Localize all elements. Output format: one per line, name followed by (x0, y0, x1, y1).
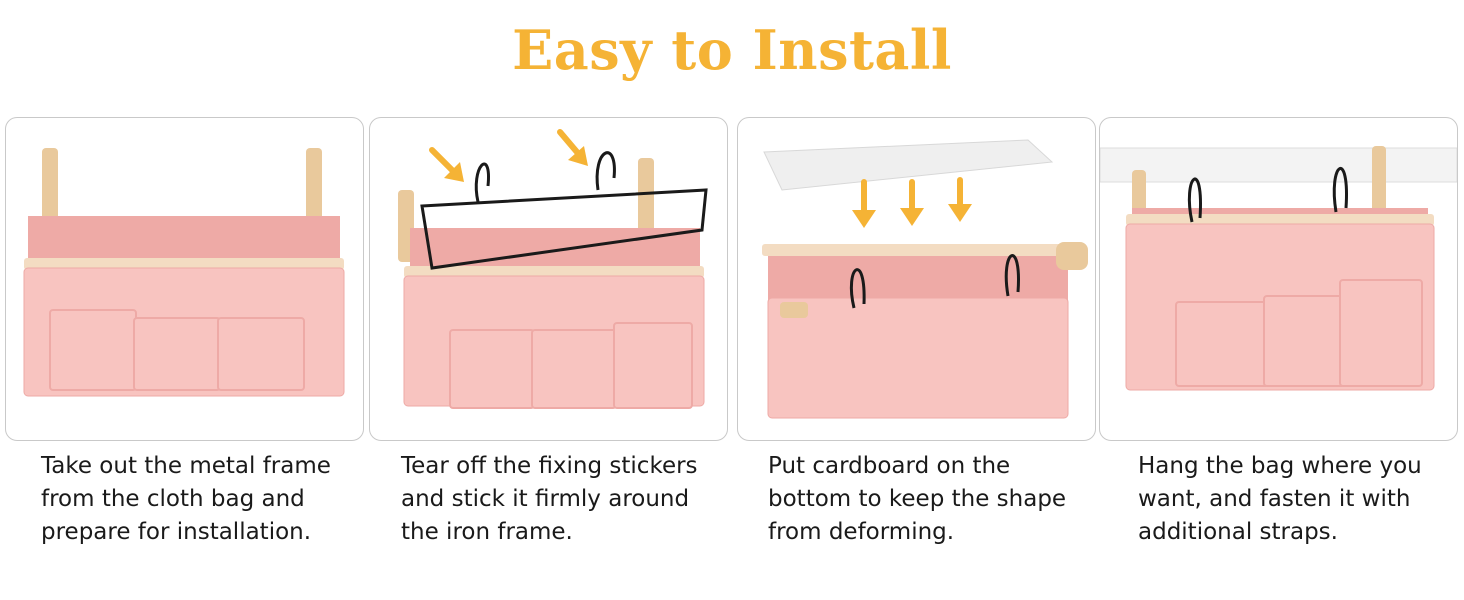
pocket (49, 309, 137, 391)
hook (595, 151, 616, 191)
caption-line: Take out the metal frame (41, 453, 331, 479)
caption-line: Put cardboard on the (768, 453, 1011, 479)
bag-rim (24, 258, 344, 270)
page-title: Easy to Install (512, 18, 952, 82)
step-3-image (737, 117, 1096, 441)
step-3-caption: Put cardboard on the bottom to keep the … (768, 450, 1066, 549)
hook (1187, 177, 1202, 223)
bag-back-wall (28, 216, 340, 264)
cardboard (763, 139, 1054, 191)
hook (1004, 254, 1020, 297)
step-2-caption: Tear off the fixing stickers and stick i… (401, 450, 698, 549)
arrow-icon (429, 147, 464, 182)
strap (780, 302, 808, 318)
caption-line: and stick it firmly around (401, 486, 690, 512)
caption-line: the iron frame. (401, 519, 573, 545)
hook (474, 162, 490, 203)
caption-line: from the cloth bag and (41, 486, 305, 512)
bag-with-frame-illustration (398, 129, 708, 409)
step-4-image (1099, 117, 1458, 441)
caption-line: want, and fasten it with (1138, 486, 1411, 512)
caption-line: Hang the bag where you (1138, 453, 1422, 479)
pocket (133, 317, 221, 391)
bag-rim (404, 266, 704, 278)
pocket (449, 329, 535, 409)
bag-with-cardboard-illustration (762, 139, 1088, 419)
arrow-icon (852, 179, 876, 228)
bag-body (767, 297, 1069, 419)
step-2-image (369, 117, 728, 441)
hook (1332, 167, 1348, 213)
pocket (613, 322, 693, 409)
caption-line: Tear off the fixing stickers (401, 453, 698, 479)
arrow-icon (900, 179, 924, 226)
step-1-image (5, 117, 364, 441)
pocket (531, 329, 617, 409)
strap (1056, 242, 1088, 270)
caption-line: bottom to keep the shape (768, 486, 1067, 512)
strap (306, 148, 322, 238)
strap (1372, 146, 1386, 226)
bag-hanging-illustration (1100, 146, 1457, 391)
bed-rail (1100, 147, 1457, 183)
strap (42, 148, 58, 238)
pocket (217, 317, 305, 391)
pocket (1339, 279, 1423, 387)
caption-line: additional straps. (1138, 519, 1338, 545)
caption-line: from deforming. (768, 519, 955, 545)
arrow-icon (948, 177, 972, 222)
metal-frame (420, 188, 708, 270)
caption-line: prepare for installation. (41, 519, 312, 545)
step-4-caption: Hang the bag where you want, and fasten … (1138, 450, 1422, 549)
step-1-caption: Take out the metal frame from the cloth … (41, 450, 331, 549)
bag-rim (762, 244, 1074, 256)
bag-illustration (23, 148, 345, 397)
hook (849, 268, 866, 309)
arrow-icon (557, 129, 588, 166)
pocket (1263, 295, 1345, 387)
bag-rim (1126, 214, 1434, 226)
pocket (1175, 301, 1269, 387)
